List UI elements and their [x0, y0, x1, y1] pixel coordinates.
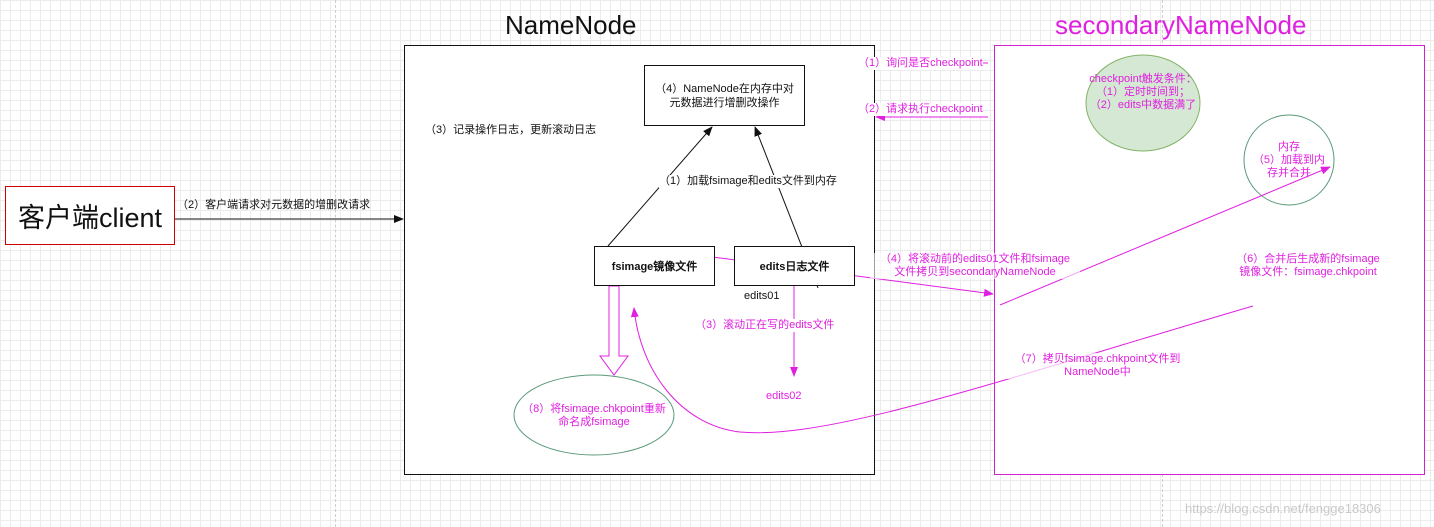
rename-ellipse	[513, 374, 675, 456]
rename-hollow-arrow	[599, 285, 629, 376]
memory-operation-box: （4）NameNode在内存中对 元数据进行增删改操作	[644, 65, 805, 126]
memory-circle	[1243, 114, 1335, 206]
memory-operation-label: （4）NameNode在内存中对 元数据进行增删改操作	[655, 82, 794, 109]
edits-label: edits日志文件	[759, 261, 830, 273]
load-memory-arrow	[999, 166, 1331, 306]
edits-box: edits日志文件	[734, 246, 855, 286]
copy-back-label: （7）拷贝fsimage.chkpoint文件到 NameNode中	[1000, 353, 1195, 379]
record-log-label: （3）记录操作日志，更新滚动日志	[425, 124, 597, 136]
roll-edits-label: （3）滚动正在写的edits文件	[695, 319, 835, 332]
trigger-ellipse	[1085, 54, 1201, 152]
rename-label: （8）将fsimage.chkpoint重新 命名成fsimage	[522, 403, 666, 428]
fsimage-box: fsimage镜像文件	[594, 246, 715, 286]
secondary-namenode-title: secondaryNameNode	[1055, 10, 1307, 40]
fsimage-label: fsimage镜像文件	[611, 261, 698, 273]
page-separator	[335, 0, 336, 527]
checkpoint-trigger-label: checkpoint触发条件： （1）定时时间到； （2）edits中数据满了	[1089, 73, 1197, 111]
client-box: 客户端client	[5, 186, 175, 245]
client-label: 客户端client	[17, 203, 163, 233]
namenode-title: NameNode	[505, 10, 637, 40]
client-request-label: （2）客户端请求对元数据的增删改请求	[177, 199, 371, 211]
edits01-label: edits01	[744, 290, 780, 302]
copy-to-secondary-label: （4）将滚动前的edits01文件和fsimage 文件拷贝到secondary…	[870, 253, 1080, 279]
generate-new-label: （6）合并后生成新的fsimage 镜像文件：fsimage.chkpoint	[1236, 253, 1380, 278]
memory-load-label: 内存 （5）加载到内 存并合并	[1252, 141, 1326, 179]
load-to-memory-label: （1）加载fsimage和edits文件到内存	[659, 175, 837, 188]
request-checkpoint-label: （2）请求执行checkpoint	[858, 103, 983, 116]
edits02-label: edits02	[766, 390, 802, 402]
ask-checkpoint-label: （1）询问是否checkpoint	[858, 57, 983, 70]
watermark: https://blog.csdn.net/fengge18306	[1185, 501, 1381, 516]
